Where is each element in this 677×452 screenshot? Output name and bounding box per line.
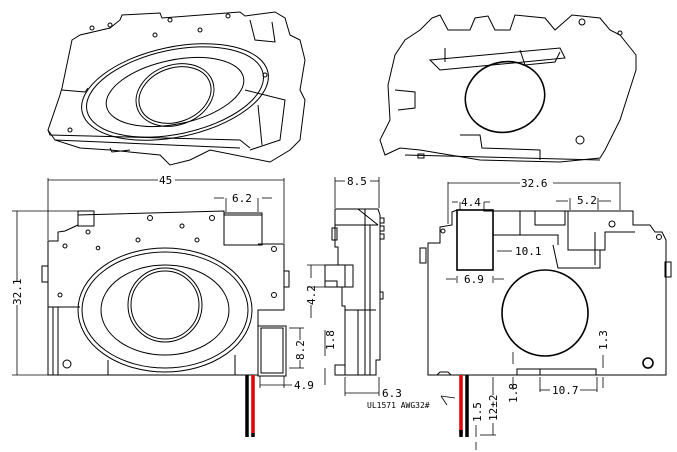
dimension-tab-4-2 [307, 264, 325, 318]
label-tab-8-2: 8.2 [294, 340, 307, 360]
dimension-offset-5-2 [556, 198, 611, 210]
dimension-width-45 [47, 178, 285, 243]
rear-view [419, 182, 672, 450]
label-depth-8-5: 8.5 [347, 175, 367, 188]
front-view [12, 178, 304, 437]
dimension-wire-6-3 [344, 377, 380, 396]
label-slot-1-3: 1.3 [597, 330, 610, 350]
label-offset-4-4: 4.4 [461, 196, 481, 209]
isometric-rear-view [379, 14, 637, 163]
label-offset-4-9: 4.9 [294, 379, 314, 392]
label-height-32-1: 32.1 [11, 279, 24, 306]
dimension-width-32-6 [447, 182, 621, 224]
dimension-height-32-1 [12, 210, 78, 376]
label-bottom-1-8: 1.8 [324, 330, 337, 350]
dimension-offset-4-9 [259, 376, 292, 388]
dimension-connector-6-2 [214, 197, 272, 212]
dimension-depth-8-5 [334, 177, 380, 208]
isometric-front-view [47, 11, 306, 166]
label-wire-6-3: 6.3 [382, 387, 402, 400]
label-wire-12: 12±2 [487, 395, 500, 422]
dimension-slot-10-7 [539, 377, 598, 392]
label-width-32-6: 32.6 [521, 177, 548, 190]
dimension-tab-8-2 [289, 327, 304, 369]
side-view [307, 177, 456, 406]
dimension-wire-12 [480, 377, 496, 436]
label-slot-10-7: 10.7 [552, 384, 579, 397]
label-strip-1-5: 1.5 [471, 402, 484, 422]
dimension-block-6-9 [446, 276, 504, 283]
label-block-6-9: 6.9 [464, 273, 484, 286]
label-wire-note: UL1571 AWG32# [367, 401, 430, 410]
label-step-1-8: 1.8 [507, 383, 520, 403]
label-inner-10-1: 10.1 [515, 245, 542, 258]
label-offset-5-2: 5.2 [577, 194, 597, 207]
label-tab-4-2: 4.2 [305, 285, 318, 305]
label-connector-6-2: 6.2 [232, 192, 252, 205]
label-width-45: 45 [159, 174, 172, 187]
dimension-offset-4-4 [452, 201, 490, 210]
